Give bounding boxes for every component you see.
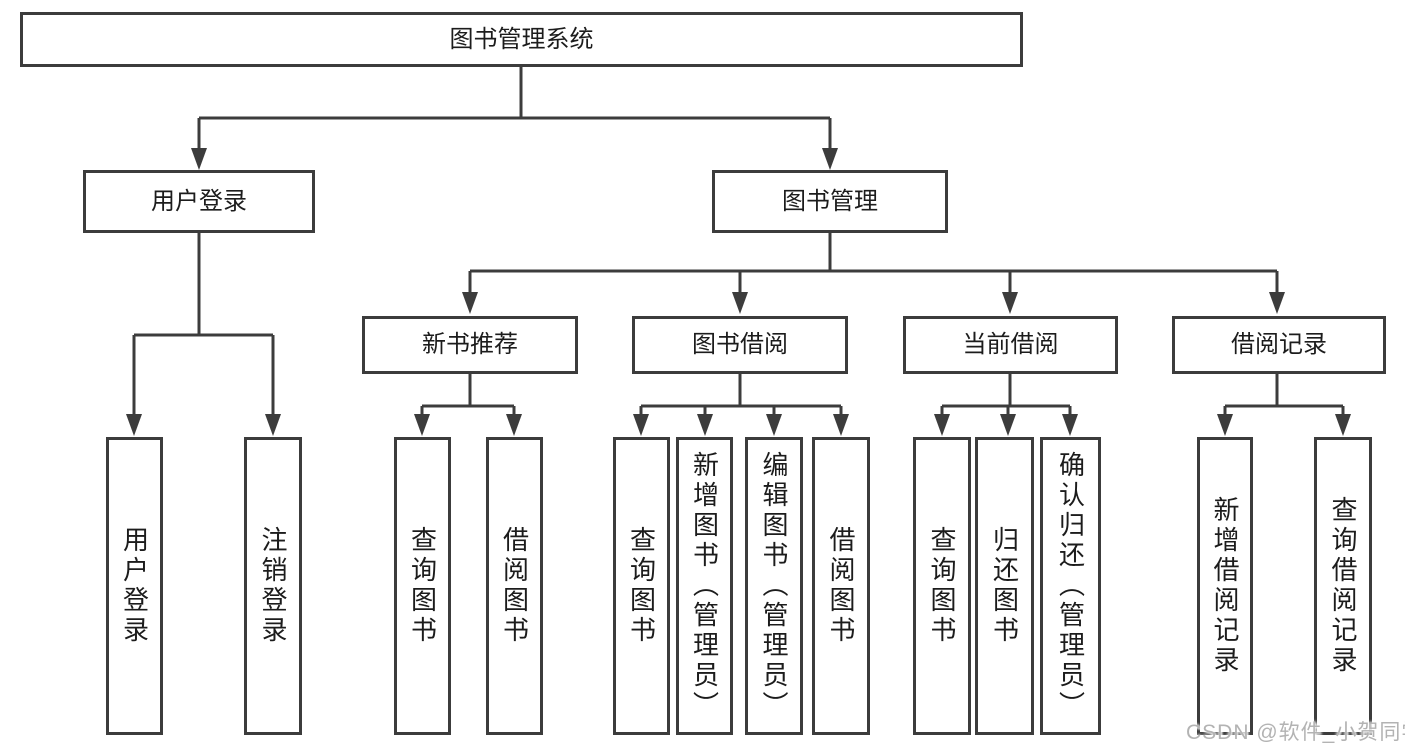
- arrow-down-icon: [1002, 292, 1018, 314]
- arrow-down-icon: [414, 414, 430, 436]
- arrow-down-icon: [697, 414, 713, 436]
- arrow-down-icon: [191, 148, 207, 170]
- arrow-down-icon: [265, 414, 281, 436]
- node-leaf-add-books-admin: 新增图书（管理员）: [676, 437, 733, 735]
- connector-bookmgmt-to-level3: [468, 233, 1279, 299]
- node-borrow-records: 借阅记录: [1172, 316, 1386, 374]
- node-leaf-query-books: 查询图书: [913, 437, 971, 735]
- node-leaf-confirm-return-admin: 确认归还（管理员）: [1040, 437, 1101, 735]
- node-current-borrowing: 当前借阅: [903, 316, 1118, 374]
- arrow-down-icon: [934, 414, 950, 436]
- node-leaf-borrow-books: 借阅图书: [486, 437, 543, 735]
- connector-newbooks-to-leaves: [420, 404, 516, 420]
- node-leaf-edit-books-admin: 编辑图书（管理员）: [745, 437, 803, 735]
- node-leaf-borrow-books: 借阅图书: [812, 437, 870, 735]
- node-new-book-recommend: 新书推荐: [362, 316, 578, 374]
- watermark: CSDN @软件_小贺同学: [1186, 721, 1405, 744]
- node-leaf-query-books: 查询图书: [613, 437, 670, 735]
- arrow-down-icon: [1335, 414, 1351, 436]
- node-leaf-user-login: 用户登录: [106, 437, 163, 735]
- node-leaf-logout: 注销登录: [244, 437, 302, 735]
- node-book-borrowing: 图书借阅: [632, 316, 848, 374]
- arrow-down-icon: [1217, 414, 1233, 436]
- arrow-down-icon: [506, 414, 522, 436]
- connector-borrow-to-leaves: [639, 404, 843, 420]
- connector-group-stems: [468, 374, 1279, 406]
- node-book-management-branch: 图书管理: [712, 170, 948, 233]
- node-leaf-add-borrow-record: 新增借阅记录: [1197, 437, 1253, 735]
- arrow-down-icon: [462, 292, 478, 314]
- connector-root-to-level2: [197, 67, 832, 153]
- arrow-down-icon: [732, 292, 748, 314]
- node-leaf-return-books: 归还图书: [975, 437, 1034, 735]
- arrow-down-icon: [833, 414, 849, 436]
- connector-userlogin-to-leaves: [132, 233, 275, 420]
- arrow-down-icon: [633, 414, 649, 436]
- node-leaf-query-books: 查询图书: [394, 437, 451, 735]
- node-user-login-branch: 用户登录: [83, 170, 315, 233]
- connector-records-to-leaves: [1223, 404, 1345, 420]
- arrow-down-icon: [1269, 292, 1285, 314]
- arrow-down-icon: [1000, 414, 1016, 436]
- node-leaf-query-borrow-record: 查询借阅记录: [1314, 437, 1372, 735]
- connector-current-to-leaves: [940, 404, 1072, 420]
- arrow-down-icon: [126, 414, 142, 436]
- arrow-down-icon: [822, 148, 838, 170]
- arrow-down-icon: [766, 414, 782, 436]
- node-library-management-system: 图书管理系统: [20, 12, 1023, 67]
- arrow-down-icon: [1062, 414, 1078, 436]
